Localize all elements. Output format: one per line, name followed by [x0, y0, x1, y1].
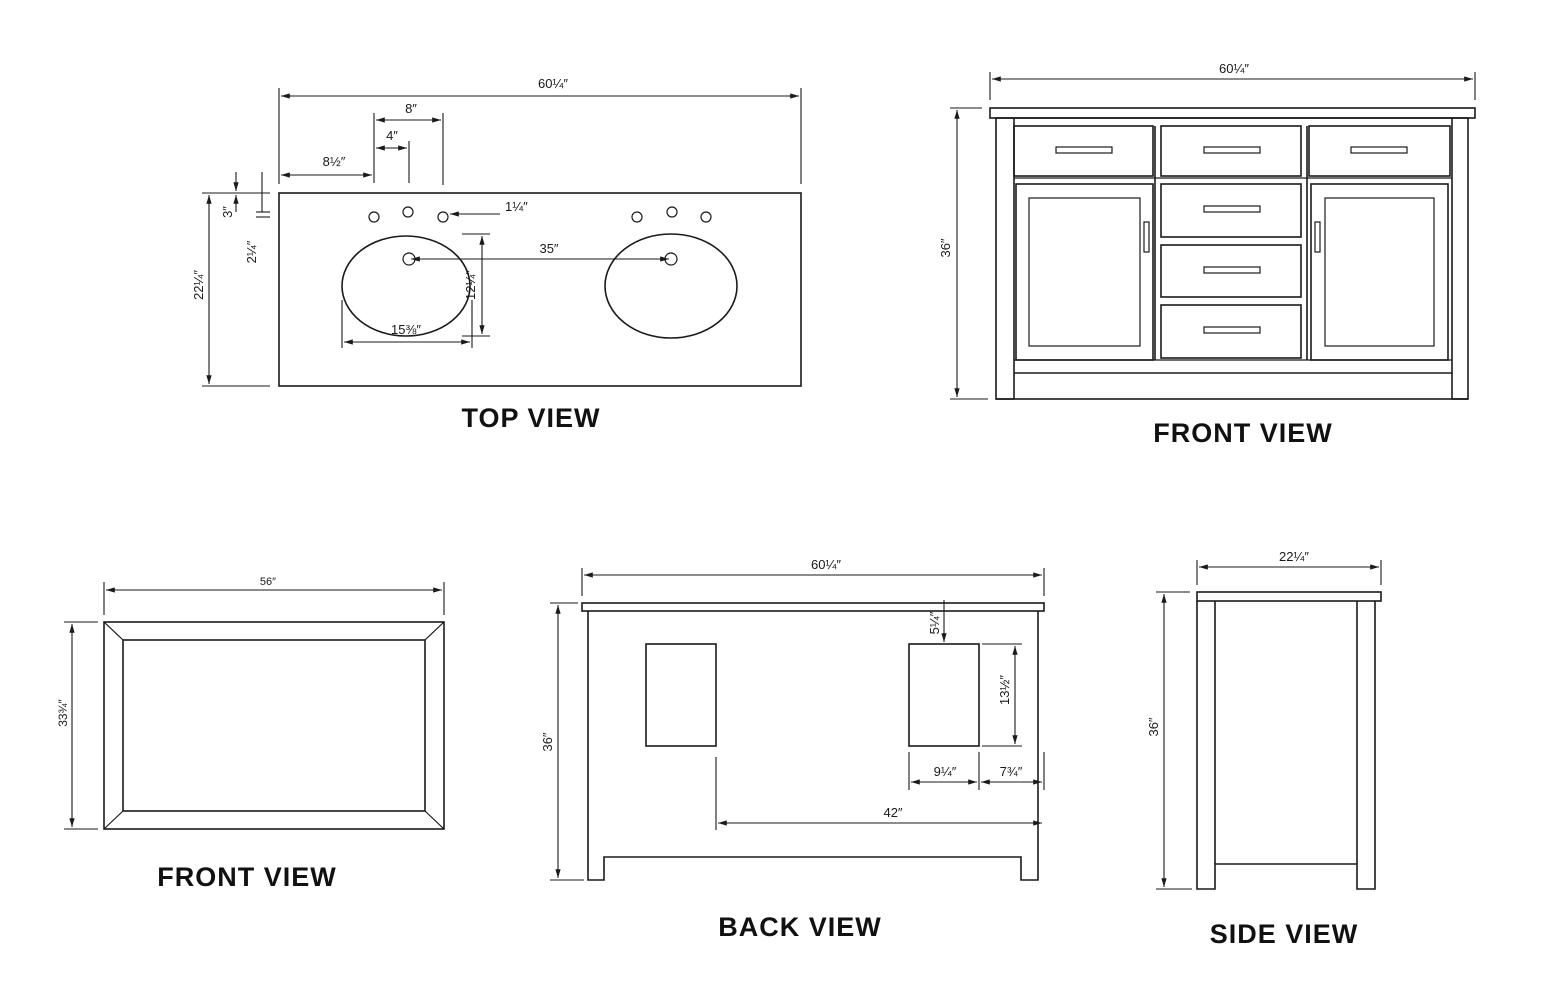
edge-label: 7¾″: [1000, 764, 1023, 779]
faucet-hole: [700, 211, 712, 223]
right-basin: [604, 233, 738, 339]
front-width-label: 60¼″: [1219, 61, 1249, 76]
side-panel: [1196, 601, 1376, 890]
offset-label: 8½″: [323, 154, 346, 169]
back-cutout-right: [908, 643, 980, 747]
drawer-handle: [1055, 146, 1113, 154]
right-door: [1310, 183, 1449, 361]
vanity-top: [989, 107, 1476, 119]
back-panel: [587, 611, 1039, 881]
front-view-title: FRONT VIEW: [1153, 418, 1333, 448]
top-view: 60¼″ 8″ 4″ 8½″ 1¼″ 35″ 22¼″ 3″ 2¼″: [191, 76, 802, 433]
faucet-hole: [631, 211, 643, 223]
top-gap-label: 5¼″: [927, 611, 942, 634]
left-basin: [341, 235, 471, 337]
back-view: 60¼″ 36″ 5¼″ 13½″ 9¼″ 7¾″ 42″ BACK VIEW: [540, 557, 1045, 942]
countertop-outline: [278, 192, 802, 387]
drawer: [1160, 304, 1302, 359]
spread-label: 8″: [405, 101, 417, 116]
side-top: [1196, 591, 1382, 602]
center-label: 4″: [386, 128, 398, 143]
cabinet-frame: [995, 117, 1469, 400]
top-view-title: TOP VIEW: [461, 403, 600, 433]
mirror-height-label: 33¾″: [56, 698, 70, 726]
door-handle: [1314, 221, 1321, 253]
front-height-label: 36″: [938, 238, 953, 257]
side-view-title: SIDE VIEW: [1210, 919, 1359, 949]
left-door: [1015, 183, 1154, 361]
cutout-width-label: 9¼″: [934, 764, 957, 779]
mirror-glass: [122, 639, 426, 812]
drawer: [1160, 125, 1302, 177]
faucet-hole: [368, 211, 380, 223]
drawer: [1160, 244, 1302, 298]
mirror-view-title: FRONT VIEW: [157, 862, 337, 892]
side-view: 22¼″ 36″ SIDE VIEW: [1146, 549, 1382, 949]
faucet-hole: [666, 206, 678, 218]
depth-label: 22¼″: [191, 270, 206, 300]
mirror-frame: [103, 621, 445, 830]
back-view-title: BACK VIEW: [718, 912, 882, 942]
cutout-height-label: 13½″: [997, 675, 1012, 705]
door-handle: [1143, 221, 1150, 253]
faucet-hole: [437, 211, 449, 223]
bowl-depth-label: 12¼″: [463, 270, 478, 300]
back-top: [581, 602, 1045, 612]
side-width-label: 22¼″: [1279, 549, 1309, 564]
back-label: 3″: [220, 206, 235, 218]
top-width-label: 60¼″: [538, 76, 568, 91]
back2-label: 2¼″: [244, 240, 259, 263]
drawer-handle: [1203, 146, 1261, 154]
drawer-handle: [1203, 266, 1261, 274]
spacing-label: 35″: [539, 241, 558, 256]
back-width-label: 60¼″: [811, 557, 841, 572]
hole-label: 1¼″: [505, 199, 528, 214]
back-cutout-left: [645, 643, 717, 747]
faucet-hole: [402, 206, 414, 218]
drawer-handle: [1350, 146, 1408, 154]
bowl-width-label: 15⅜″: [391, 322, 421, 337]
span-label: 42″: [883, 805, 902, 820]
drawer: [1160, 183, 1302, 238]
front-view: 60¼″ 36″ FRONT VIEW: [938, 61, 1476, 448]
back-height-label: 36″: [540, 732, 555, 751]
drawer-handle: [1203, 326, 1261, 334]
drawer-handle: [1203, 205, 1261, 213]
mirror-front-view: 56″ 33¾″ FRONT VIEW: [56, 576, 445, 892]
side-height-label: 36″: [1146, 717, 1161, 736]
mirror-width-label: 56″: [260, 576, 276, 588]
drawer: [1013, 125, 1154, 177]
drawer: [1308, 125, 1451, 177]
